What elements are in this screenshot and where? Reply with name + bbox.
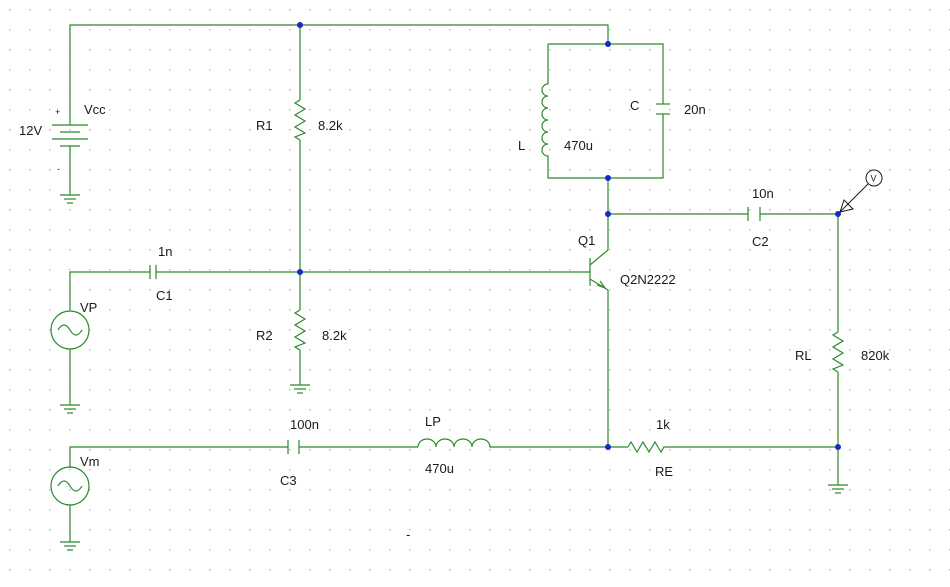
l-value-label: 470u — [564, 138, 593, 153]
r1-name-label: R1 — [256, 118, 273, 133]
vp-name-label: VP — [80, 300, 97, 315]
re-resistor[interactable] — [627, 440, 666, 454]
vcc-name-label: Vcc — [84, 102, 106, 117]
stray-mark: - — [406, 527, 410, 542]
q1-name-label: Q1 — [578, 233, 595, 248]
r2-value-label: 8.2k — [322, 328, 347, 343]
c1-capacitor[interactable] — [149, 265, 165, 279]
q1-model-label: Q2N2222 — [620, 272, 676, 287]
l-inductor[interactable] — [541, 83, 549, 160]
junction-nodes — [297, 22, 841, 450]
r1-value-label: 8.2k — [318, 118, 343, 133]
vcc-battery[interactable]: + - — [52, 107, 88, 174]
re-value-label: 1k — [656, 417, 670, 432]
c1-value-label: 1n — [158, 244, 172, 259]
c-name-label: C — [630, 98, 639, 113]
q1-transistor[interactable] — [589, 249, 609, 291]
ground-vp — [60, 404, 80, 414]
ground-r2 — [290, 384, 310, 394]
r2-resistor[interactable] — [293, 309, 307, 351]
vcc-value-label: 12V — [19, 123, 42, 138]
vm-source[interactable] — [50, 466, 90, 506]
ground-vm — [60, 541, 80, 551]
c1-name-label: C1 — [156, 288, 173, 303]
r2-name-label: R2 — [256, 328, 273, 343]
voltage-probe-icon[interactable]: V — [839, 169, 883, 213]
ground-vcc — [60, 194, 80, 204]
vm-name-label: Vm — [80, 454, 100, 469]
c2-name-label: C2 — [752, 234, 769, 249]
c2-value-label: 10n — [752, 186, 774, 201]
c2-capacitor[interactable] — [747, 207, 761, 221]
lp-name-label: LP — [425, 414, 441, 429]
rl-name-label: RL — [795, 348, 812, 363]
c-value-label: 20n — [684, 102, 706, 117]
probe-label: V — [871, 174, 877, 184]
rl-resistor[interactable] — [831, 331, 845, 373]
c3-name-label: C3 — [280, 473, 297, 488]
lp-value-label: 470u — [425, 461, 454, 476]
vp-source[interactable] — [50, 310, 90, 350]
re-name-label: RE — [655, 464, 673, 479]
vcc-minus-label: - — [57, 164, 60, 174]
r1-resistor[interactable] — [293, 99, 307, 141]
l-name-label: L — [518, 138, 525, 153]
ground-rl — [828, 484, 848, 494]
rl-value-label: 820k — [861, 348, 890, 363]
c3-value-label: 100n — [290, 417, 319, 432]
vcc-plus-label: + — [55, 107, 60, 117]
c-capacitor[interactable] — [656, 103, 670, 115]
c3-capacitor[interactable] — [287, 440, 300, 454]
lp-inductor[interactable] — [417, 438, 492, 448]
